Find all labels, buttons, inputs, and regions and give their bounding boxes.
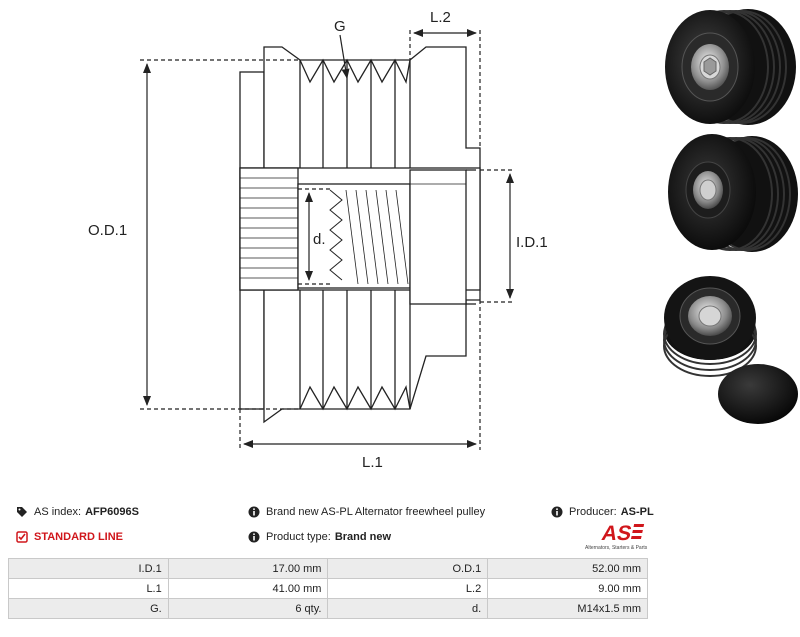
info-icon bbox=[248, 531, 260, 543]
product-type-label: Product type: bbox=[266, 531, 331, 543]
spline-lines bbox=[240, 177, 298, 279]
groove-teeth-top bbox=[299, 58, 411, 85]
front-sleeve bbox=[409, 169, 467, 305]
spec-key: L.1 bbox=[8, 578, 169, 599]
splined-hub bbox=[239, 167, 299, 291]
spec-value: M14x1.5 mm bbox=[487, 598, 648, 619]
spec-value: 17.00 mm bbox=[167, 558, 329, 579]
logo-tagline: Alternators, Starters & Parts bbox=[585, 545, 648, 551]
info-icon bbox=[248, 506, 260, 518]
g-leader-arrow bbox=[339, 34, 350, 79]
spec-value: 9.00 mm bbox=[487, 578, 648, 599]
g-label: G bbox=[334, 18, 346, 35]
d-label: d. bbox=[313, 231, 326, 248]
product-description: Brand new AS-PL Alternator freewheel pul… bbox=[248, 506, 485, 518]
threaded-bore bbox=[297, 183, 411, 289]
spec-key: L.2 bbox=[327, 578, 489, 599]
thread-lines bbox=[345, 189, 409, 285]
standard-line-label: STANDARD LINE bbox=[34, 531, 124, 543]
tags-icon bbox=[17, 507, 27, 517]
standard-line: STANDARD LINE bbox=[16, 531, 123, 543]
product-type: Product type: Brand new bbox=[248, 531, 391, 543]
pulley-photo-with-cap bbox=[663, 276, 798, 424]
od1-label: O.D.1 bbox=[88, 222, 127, 239]
producer-label: Producer: bbox=[569, 506, 617, 518]
product-type-value: Brand new bbox=[334, 531, 392, 543]
pulley-photo-front bbox=[665, 9, 796, 125]
producer: Producer: AS-PL bbox=[551, 506, 654, 518]
spec-key: O.D.1 bbox=[327, 558, 489, 579]
description-text: Brand new AS-PL Alternator freewheel pul… bbox=[266, 506, 486, 518]
groove-teeth-bottom bbox=[299, 384, 411, 411]
spec-value: 41.00 mm bbox=[167, 578, 329, 599]
table-row: L.1 41.00 mm L.2 9.00 mm bbox=[8, 578, 648, 599]
producer-value: AS-PL bbox=[620, 506, 654, 518]
id1-label: I.D.1 bbox=[516, 234, 548, 251]
pulley-technical-drawing: O.D.1 I.D.1 L.1 L.2 G d. bbox=[88, 9, 548, 471]
spec-value: 6 qty. bbox=[167, 598, 329, 619]
pulley-photo-angle bbox=[668, 134, 798, 252]
info-icon bbox=[551, 506, 563, 518]
as-index-label: AS index: bbox=[34, 506, 82, 518]
spec-key: d. bbox=[327, 598, 489, 619]
table-row: G. 6 qty. d. M14x1.5 mm bbox=[8, 598, 648, 619]
as-index: AS index: AFP6096S bbox=[16, 506, 139, 518]
logo-wordmark: AS bbox=[600, 522, 634, 545]
table-row: I.D.1 17.00 mm O.D.1 52.00 mm bbox=[8, 558, 648, 579]
spec-key: I.D.1 bbox=[8, 558, 169, 579]
specifications-table: I.D.1 17.00 mm O.D.1 52.00 mm L.1 41.00 … bbox=[8, 558, 648, 619]
thread-profile bbox=[329, 189, 343, 281]
spec-value: 52.00 mm bbox=[487, 558, 648, 579]
checkbox-checked-icon bbox=[16, 531, 28, 543]
l2-label: L.2 bbox=[430, 9, 451, 26]
as-pl-logo: AS bbox=[600, 522, 645, 545]
as-index-value: AFP6096S bbox=[85, 506, 139, 518]
l1-label: L.1 bbox=[362, 454, 383, 471]
spec-key: G. bbox=[8, 598, 169, 619]
